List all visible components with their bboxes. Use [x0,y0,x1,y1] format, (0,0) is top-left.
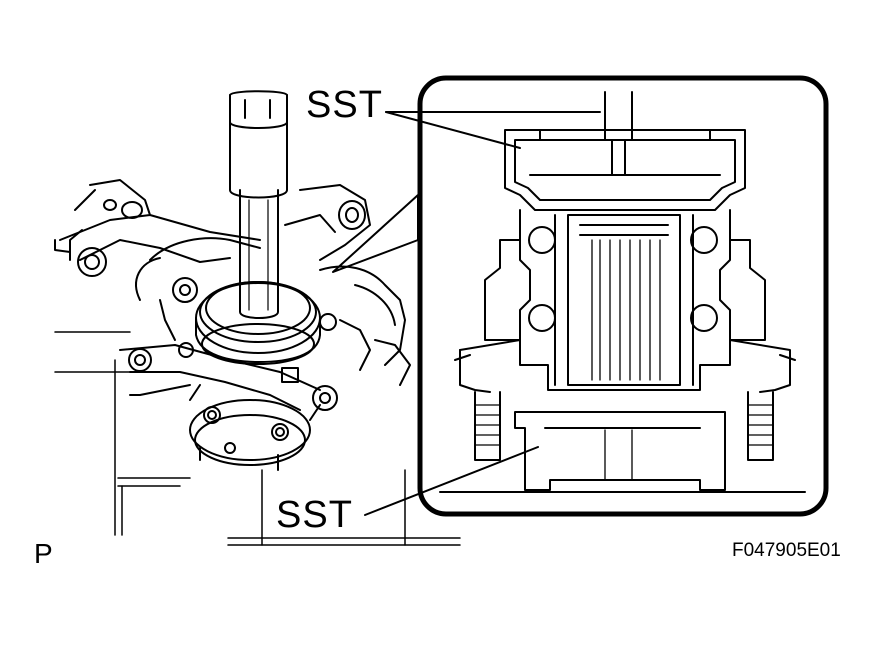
knuckle-assembly [54,90,461,546]
figure-id: F047905E01 [732,540,841,561]
sst-label-bottom: SST [276,494,353,536]
callout-leaders [332,111,601,516]
detail-view [417,75,829,517]
sst-label-top: SST [306,84,383,126]
view-mark: P [34,538,53,569]
